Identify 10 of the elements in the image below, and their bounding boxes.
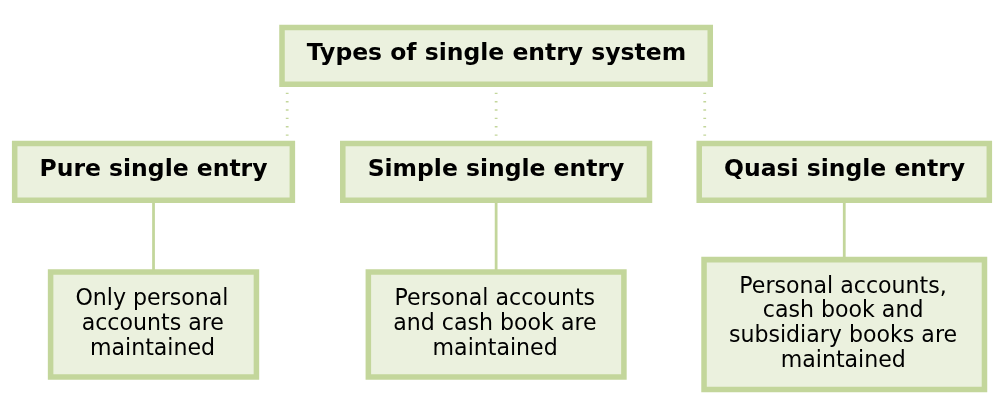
node-box: Personal accounts, cash book and subsidiary books are maintained [701,256,988,393]
node-box: Only personal accounts are maintained [47,269,260,380]
node-box: Quasi single entry [696,140,993,203]
connector [494,200,498,272]
node-box: Simple single entry [340,140,653,203]
node-box: Pure single entry [11,140,296,203]
node-box: Types of single entry system [279,24,714,87]
node-box: Personal accounts and cash book are maintained [365,269,627,380]
connector [842,200,846,259]
connector [152,200,155,272]
